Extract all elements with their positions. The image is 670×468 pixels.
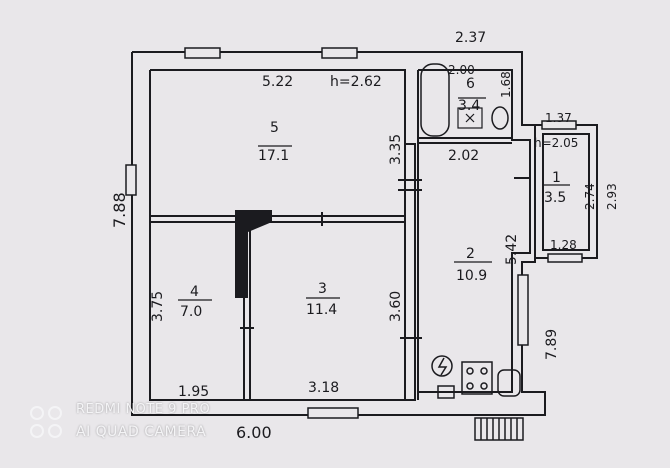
windows <box>125 47 583 419</box>
dim-right-total: 7.89 <box>544 329 560 360</box>
watermark-model: REDMI NOTE 9 PRO <box>76 402 211 417</box>
room6-area: 3.4 <box>458 98 480 114</box>
room3-number: 3 <box>318 281 327 297</box>
dim-room5-width: 5.22 <box>262 74 293 90</box>
stove-chimney <box>235 210 272 298</box>
room1-area: 3.5 <box>544 190 566 206</box>
room4-number: 4 <box>190 284 199 300</box>
watermark-camera: AI QUAD CAMERA <box>76 424 207 440</box>
dim-room3-width: 3.18 <box>308 380 339 396</box>
room1-number: 1 <box>552 170 561 186</box>
bathtub-icon <box>420 63 450 137</box>
area-underlines <box>178 97 570 301</box>
small-fixture <box>437 385 455 399</box>
dim-annex-width-bottom: 1.28 <box>550 238 577 252</box>
toilet-icon <box>491 106 509 130</box>
boiler-icon <box>431 355 453 377</box>
dim-room5-height: 3.35 <box>388 134 404 165</box>
dim-room4-width: 1.95 <box>178 384 209 400</box>
sink-icon <box>497 369 521 397</box>
dim-ceiling-main: h=2.62 <box>330 74 382 90</box>
dim-room6-width-bottom: 2.02 <box>448 148 479 164</box>
room2-area: 10.9 <box>456 268 487 284</box>
dim-room6-width-top: 2.00 <box>448 63 475 77</box>
dim-room3-height: 3.60 <box>388 291 404 322</box>
interior-walls <box>150 70 512 400</box>
dim-room4-height: 3.75 <box>150 291 166 322</box>
dim-top-right: 2.37 <box>455 30 486 46</box>
room5-number: 5 <box>270 120 279 136</box>
camera-logo-icon <box>30 406 62 438</box>
stove-top-icon <box>461 361 493 395</box>
dim-annex-width-top: 1.37 <box>545 111 572 125</box>
dim-room2-height: 5.42 <box>504 234 520 265</box>
drain-icon <box>457 107 483 129</box>
door-marks <box>240 177 530 339</box>
dim-ceiling-annex: h=2.05 <box>534 136 578 150</box>
room6-number: 6 <box>466 76 475 92</box>
dim-left-total: 7.88 <box>110 192 129 228</box>
room5-area: 17.1 <box>258 148 289 164</box>
dim-annex-outer-height: 2.93 <box>605 183 619 210</box>
outer-walls <box>131 51 598 416</box>
room2-number: 2 <box>466 246 475 262</box>
dim-annex-inner-height: 2.74 <box>583 183 597 210</box>
room3-area: 11.4 <box>306 302 337 318</box>
room4-area: 7.0 <box>180 304 202 320</box>
dim-room6-height: 1.68 <box>499 71 513 98</box>
porch-steps <box>474 417 524 441</box>
dim-bottom-total: 6.00 <box>236 423 272 442</box>
